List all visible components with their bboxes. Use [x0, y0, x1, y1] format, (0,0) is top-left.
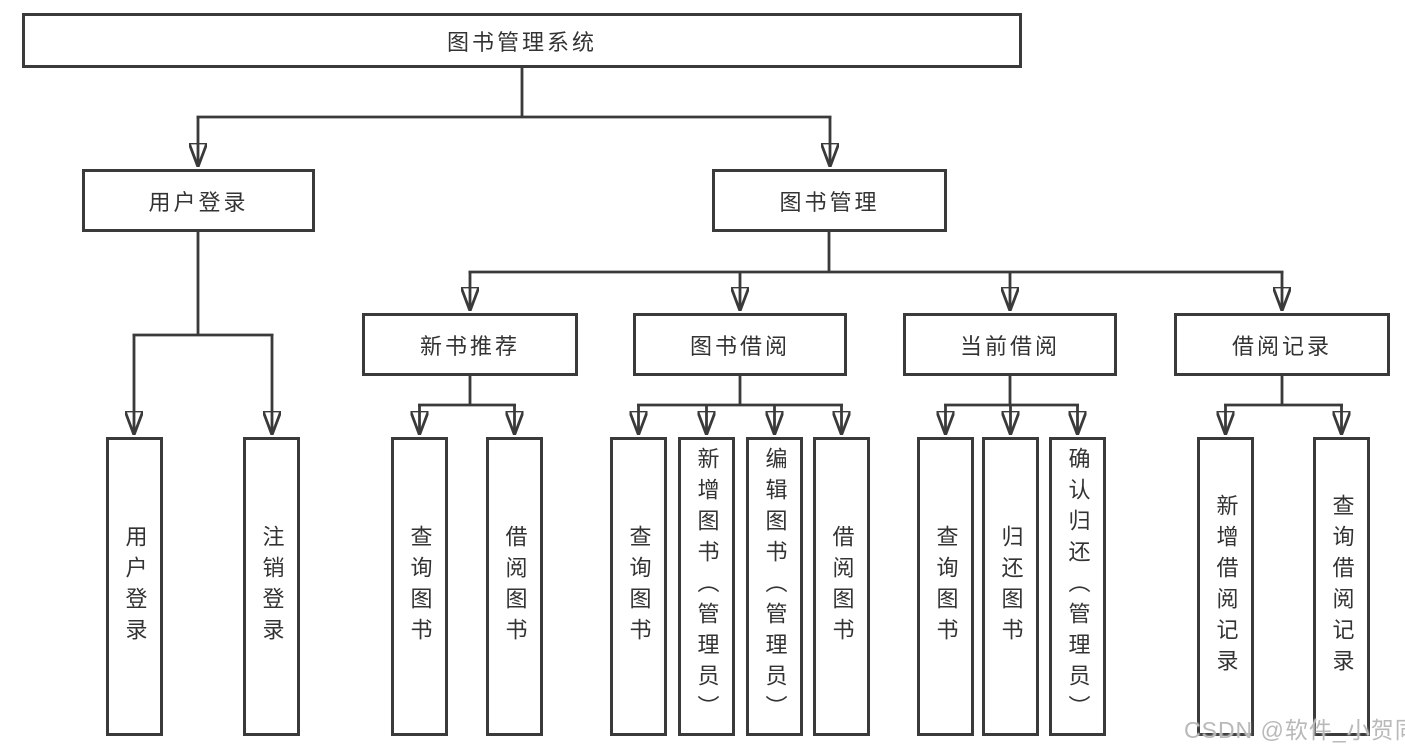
leaf-logout-label: 注销登录: [259, 524, 285, 649]
node-borrowing-records: 借阅记录: [1174, 313, 1390, 376]
connector-book-borrow-branch: [637, 376, 843, 434]
leaf-bb-edit-books-admin-label: 编辑图书（管理员）: [762, 447, 788, 726]
connector-root-to-level1: [197, 68, 832, 166]
node-book-management: 图书管理: [712, 169, 947, 232]
leaf-bb-edit-books-admin: 编辑图书（管理员）: [746, 437, 803, 736]
leaf-br-query-record-label: 查询借阅记录: [1329, 493, 1355, 680]
leaf-bb-add-books-admin: 新增图书（管理员）: [678, 437, 735, 736]
node-current-borrowing: 当前借阅: [903, 313, 1117, 376]
node-book-borrowing: 图书借阅: [633, 313, 847, 376]
leaf-bb-query-books-label: 查询图书: [626, 524, 652, 649]
leaf-cb-confirm-return-admin-label: 确认归还（管理员）: [1065, 447, 1091, 726]
node-library-system: 图书管理系统: [22, 13, 1022, 68]
connector-current-borrow-branch: [944, 376, 1079, 434]
leaf-bb-borrow-books-label: 借阅图书: [829, 524, 855, 649]
leaf-cb-query-books-label: 查询图书: [933, 524, 959, 649]
connector-book-management-branch: [469, 232, 1284, 310]
leaf-br-query-record: 查询借阅记录: [1313, 437, 1370, 736]
leaf-cb-query-books: 查询图书: [917, 437, 974, 736]
node-user-login: 用户登录: [82, 169, 315, 232]
leaf-cb-return-books-label: 归还图书: [998, 524, 1024, 649]
leaf-bb-borrow-books: 借阅图书: [813, 437, 870, 736]
leaf-cb-confirm-return-admin: 确认归还（管理员）: [1049, 437, 1106, 736]
leaf-nb-query-books: 查询图书: [391, 437, 448, 736]
leaf-br-add-record: 新增借阅记录: [1197, 437, 1254, 736]
connector-user-login-branch: [133, 232, 274, 434]
watermark: CSDN @软件_小贺同学: [1184, 717, 1405, 743]
leaf-nb-borrow-books-label: 借阅图书: [502, 524, 528, 649]
leaf-nb-query-books-label: 查询图书: [407, 524, 433, 649]
connector-new-book-branch: [418, 376, 516, 434]
leaf-br-add-record-label: 新增借阅记录: [1213, 493, 1239, 680]
leaf-user-login: 用户登录: [106, 437, 163, 736]
leaf-bb-add-books-admin-label: 新增图书（管理员）: [694, 447, 720, 726]
leaf-cb-return-books: 归还图书: [982, 437, 1039, 736]
leaf-bb-query-books: 查询图书: [610, 437, 667, 736]
leaf-user-login-label: 用户登录: [122, 524, 148, 649]
node-new-book-recommend: 新书推荐: [362, 313, 578, 376]
leaf-logout: 注销登录: [243, 437, 300, 736]
connector-borrow-record-branch: [1224, 376, 1343, 434]
leaf-nb-borrow-books: 借阅图书: [486, 437, 543, 736]
